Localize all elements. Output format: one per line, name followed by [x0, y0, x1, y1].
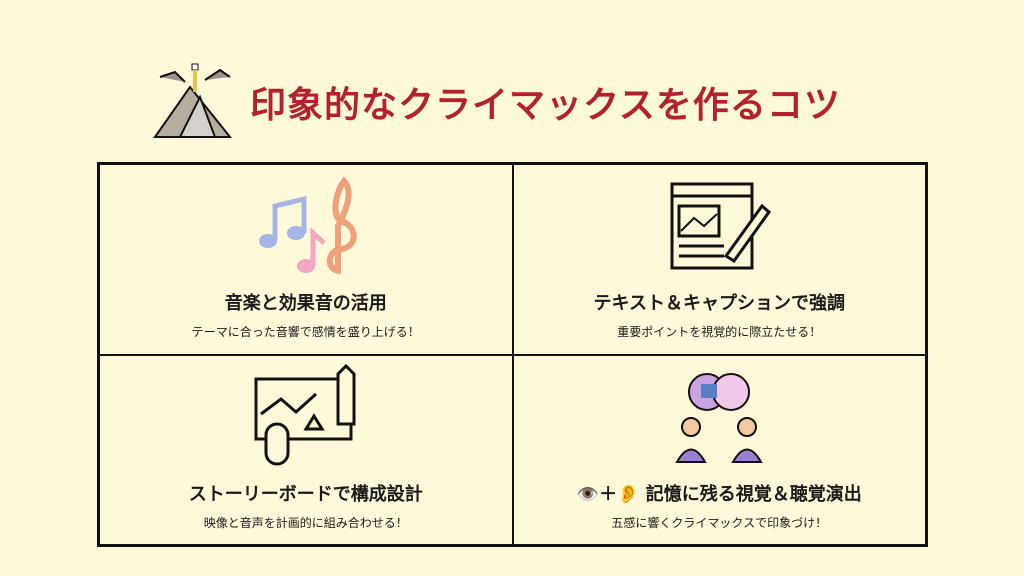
card-storyboard: ストーリーボードで構成設計 映像と音声を計画的に組み合わせる！: [99, 354, 513, 545]
card-subtext: テーマに合った音響で感情を盛り上げる！: [191, 325, 420, 339]
tips-grid: 音楽と効果音の活用 テーマに合った音響で感情を盛り上げる！ テキスト＆キャプショ…: [97, 162, 928, 547]
card-heading: 音楽と効果音の活用: [224, 293, 387, 314]
card-heading: テキスト＆キャプションで強調: [593, 293, 845, 314]
music-notes-icon: [246, 171, 366, 281]
card-senses: 👁️＋👂 記憶に残る視覚＆聴覚演出 五感に響くクライマックスで印象づけ！: [512, 354, 926, 545]
page-title: 印象的なクライマックスを作るコツ: [250, 85, 841, 126]
card-heading: 👁️＋👂 記憶に残る視覚＆聴覚演出: [576, 483, 862, 505]
people-chat-icon: [669, 362, 769, 472]
card-music: 音楽と効果音の活用 テーマに合った音響で感情を盛り上げる！: [99, 164, 513, 355]
card-subtext: 五感に響くクライマックスで印象づけ！: [611, 515, 828, 530]
card-text: テキスト＆キャプションで強調 重要ポイントを視覚的に際立たせる！: [512, 164, 926, 355]
mountain-climax-icon: [153, 63, 233, 138]
card-subtext: 重要ポイントを視覚的に際立たせる！: [617, 325, 822, 339]
card-subtext: 映像と音声を計画的に組み合わせる！: [203, 515, 408, 530]
document-edit-icon: [664, 171, 774, 281]
storyboard-icon: [246, 362, 366, 472]
card-heading: ストーリーボードで構成設計: [188, 483, 423, 505]
header: 印象的なクライマックスを作るコツ: [150, 62, 890, 142]
